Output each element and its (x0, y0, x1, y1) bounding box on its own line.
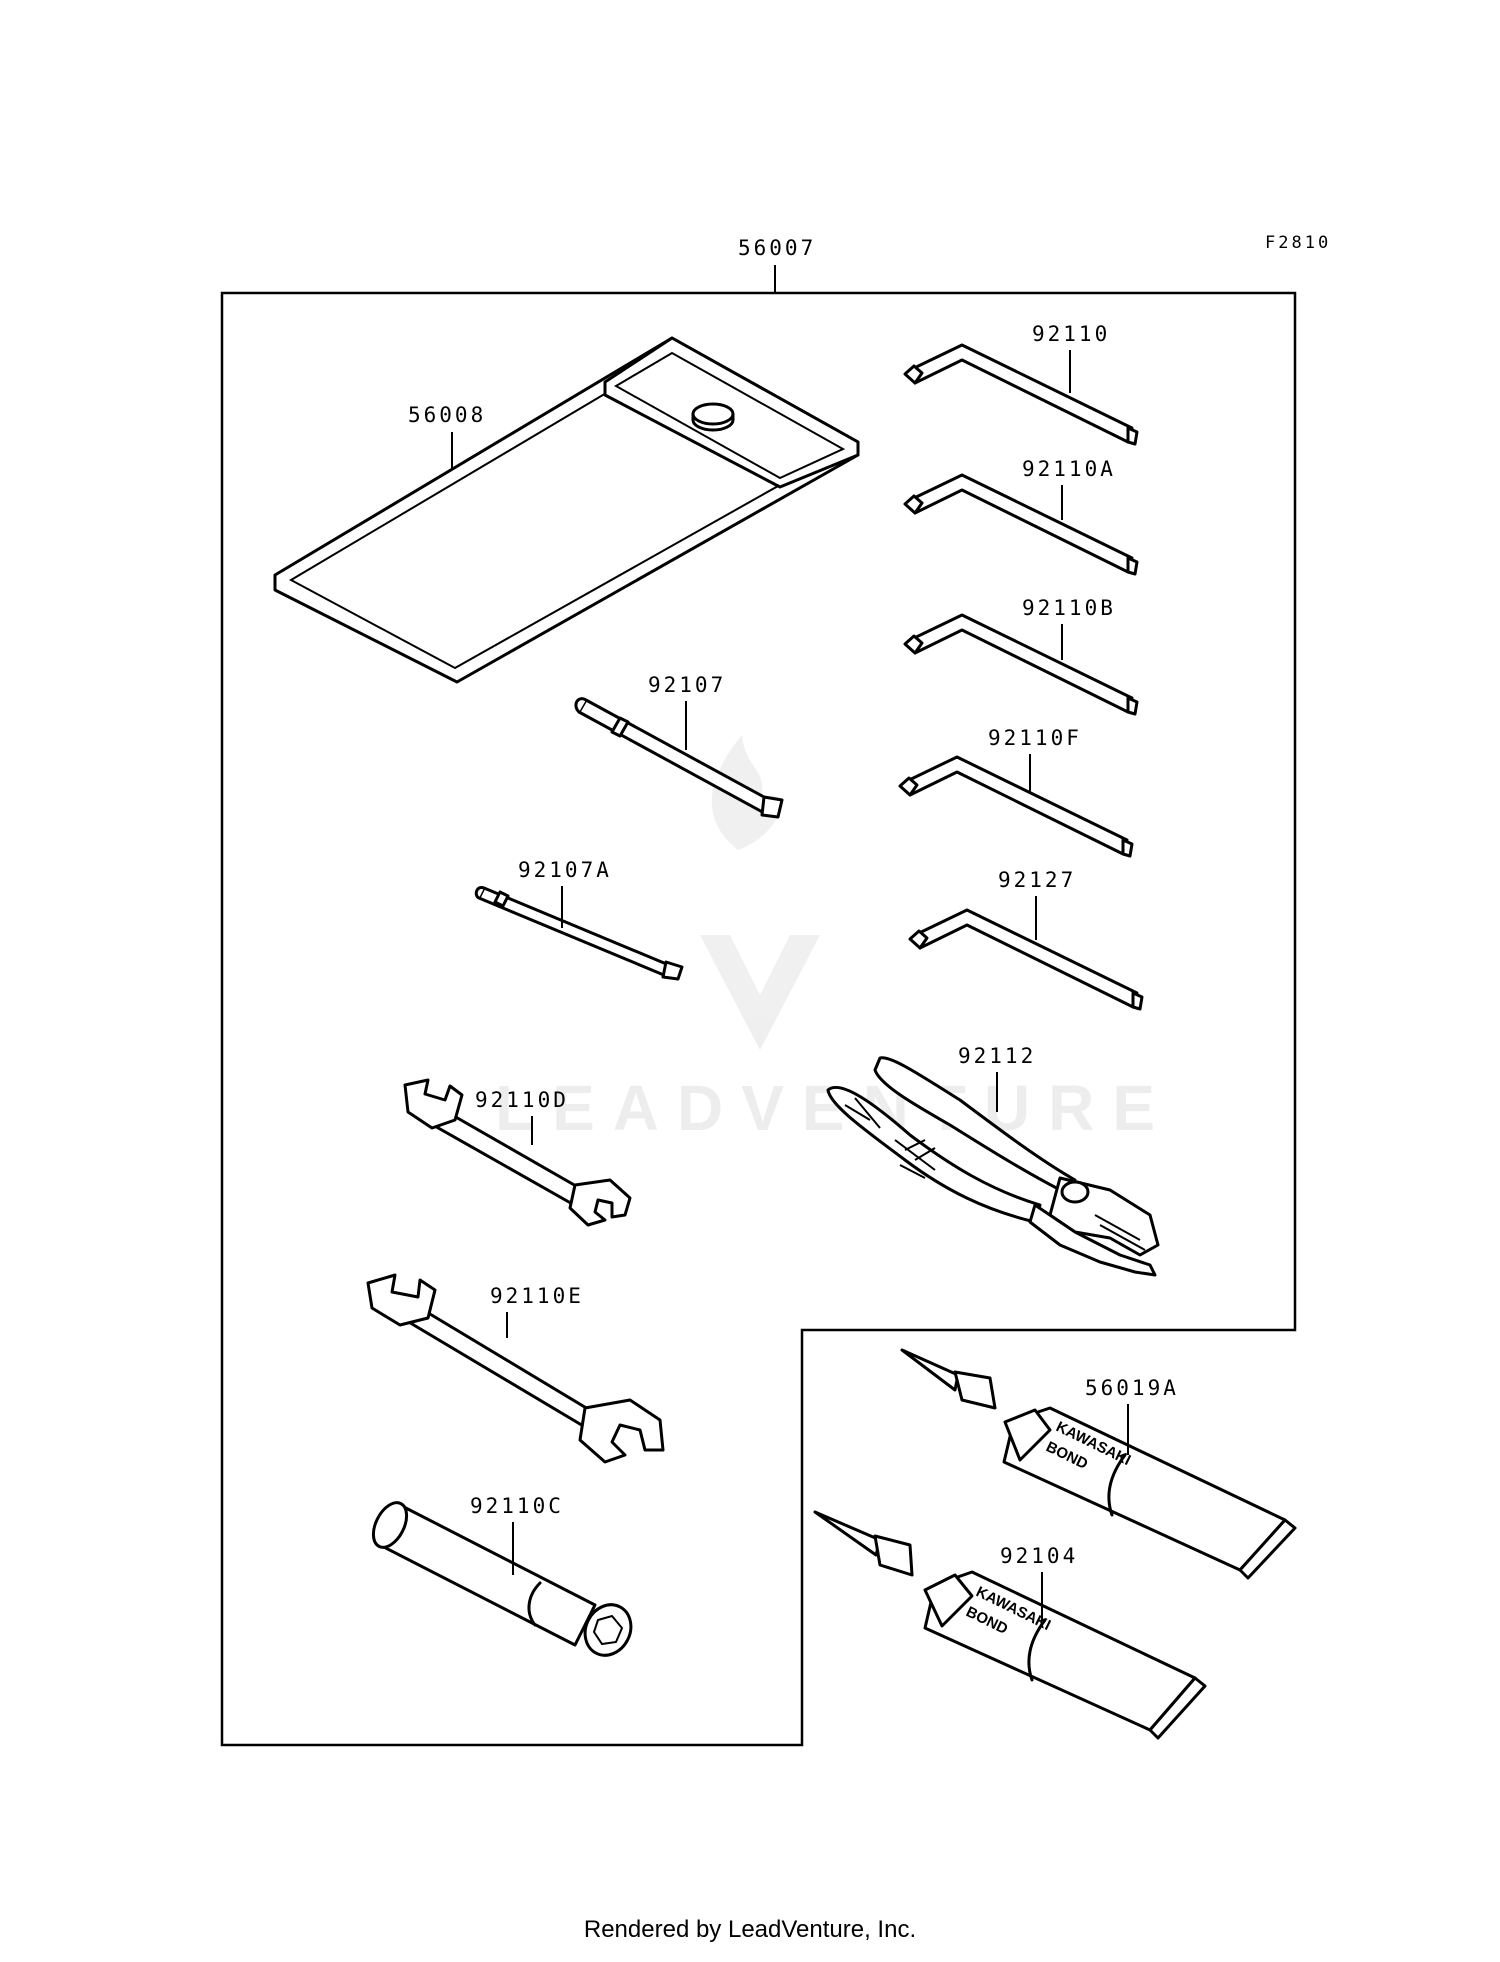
hex-key-92110 (903, 343, 1139, 446)
label-56019a: 56019A (1085, 1376, 1179, 1400)
box-wrench-92110c (371, 1501, 633, 1657)
bond-tube-56019a: KAWASAKI BOND (900, 1348, 1297, 1580)
label-92110f: 92110F (988, 726, 1082, 750)
label-92107: 92107 (648, 673, 726, 697)
label-92110b: 92110B (1022, 596, 1116, 620)
figure-code: F2810 (1265, 233, 1331, 253)
label-92104: 92104 (1000, 1544, 1078, 1568)
hex-key-92110b (903, 613, 1139, 716)
label-92112: 92112 (958, 1044, 1036, 1068)
hex-key-92127 (908, 908, 1144, 1011)
label-92110e: 92110E (490, 1284, 584, 1308)
label-92107a: 92107A (518, 858, 612, 882)
label-92110c: 92110C (470, 1494, 564, 1518)
label-92127: 92127 (998, 868, 1076, 892)
label-92110d: 92110D (475, 1088, 569, 1112)
watermark-text: LEADVENTURE (495, 1072, 1173, 1144)
assembly-outline (220, 291, 1297, 1747)
bond-tube-92104: KAWASAKI BOND (813, 1510, 1207, 1740)
open-wrench-92110e (366, 1273, 665, 1464)
render-credit: Rendered by LeadVenture, Inc. (583, 1916, 917, 1943)
screwdriver-92107a (474, 886, 684, 981)
watermark-logo: LEADVENTURE (495, 735, 1173, 1144)
open-wrench-92110d (403, 1078, 632, 1227)
tool-pouch-56008 (273, 336, 860, 684)
label-56008: 56008 (408, 403, 486, 427)
label-92110a: 92110A (1022, 457, 1116, 481)
hex-key-92110f (898, 755, 1134, 858)
pliers-92112 (826, 1056, 1160, 1277)
hex-key-92110a (903, 473, 1139, 576)
assembly-label: 56007 (738, 236, 816, 260)
screwdriver-92107 (574, 697, 784, 819)
label-92110: 92110 (1032, 322, 1110, 346)
